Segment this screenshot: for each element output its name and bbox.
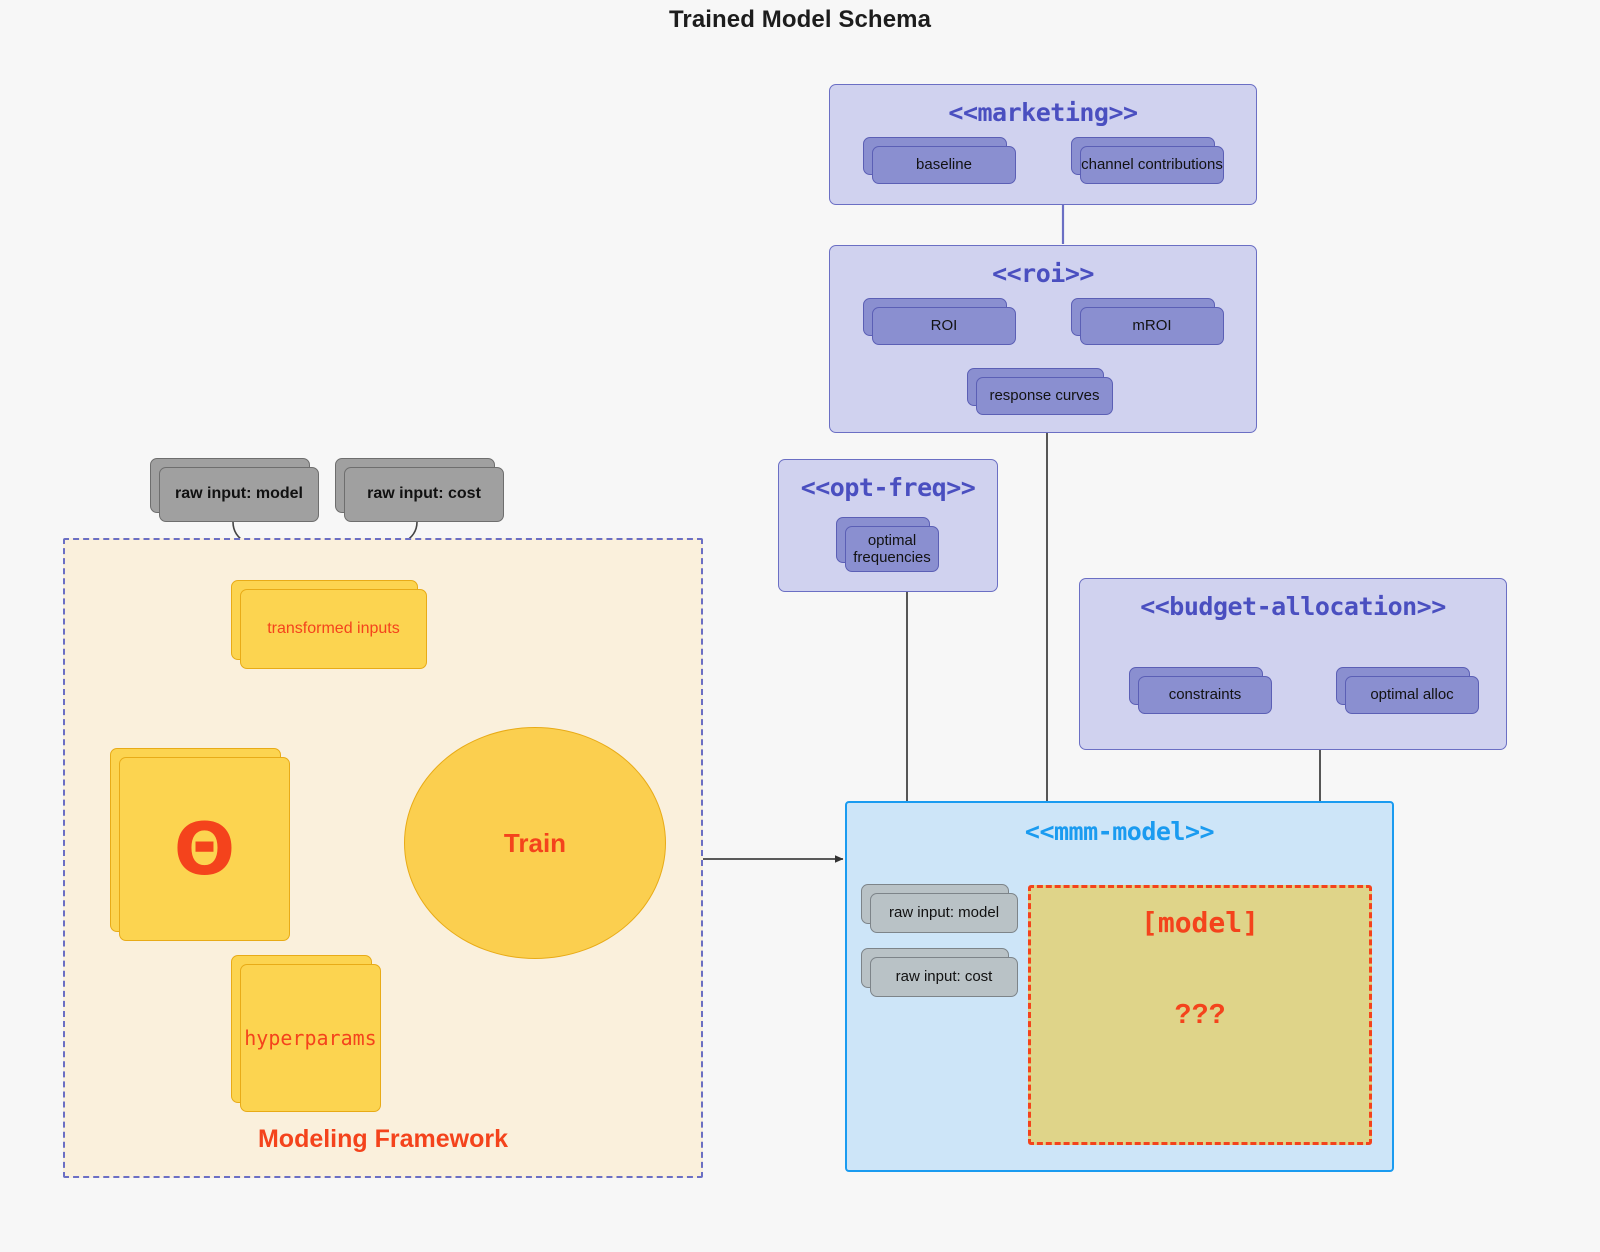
node-optimal-frequencies[interactable]: optimal frequencies (836, 517, 939, 572)
node-raw-input-model[interactable]: raw input: model (150, 458, 319, 522)
package-mmm-model[interactable]: <<mmm-model>> raw input: model raw input… (845, 801, 1394, 1172)
package-roi[interactable]: <<roi>> ROI mROI response curves (829, 245, 1257, 433)
node-optimal-alloc-label: optimal alloc (1345, 676, 1479, 714)
node-transformed-inputs[interactable]: transformed inputs (231, 580, 427, 669)
node-response-curves-label: response curves (976, 377, 1113, 415)
node-transformed-inputs-label: transformed inputs (240, 589, 427, 669)
node-baseline[interactable]: baseline (863, 137, 1016, 184)
node-mmm-raw-input-cost[interactable]: raw input: cost (861, 948, 1018, 997)
package-budget-allocation-title: <<budget-allocation>> (1140, 592, 1446, 621)
node-baseline-label: baseline (872, 146, 1016, 184)
node-theta-symbol: Θ (119, 757, 290, 941)
node-roi[interactable]: ROI (863, 298, 1016, 345)
node-channel-contributions-label: channel contributions (1080, 146, 1224, 184)
package-mmm-model-title: <<mmm-model>> (1024, 817, 1215, 846)
model-placeholder-box[interactable]: [model] ??? (1028, 885, 1372, 1145)
node-mroi-label: mROI (1080, 307, 1224, 345)
node-hyperparams-label: hyperparams (240, 964, 381, 1112)
node-raw-input-cost-label: raw input: cost (344, 467, 504, 522)
package-opt-freq[interactable]: <<opt-freq>> optimal frequencies (778, 459, 998, 592)
node-raw-input-model-label: raw input: model (159, 467, 319, 522)
package-roi-title: <<roi>> (992, 259, 1094, 288)
node-optimal-alloc[interactable]: optimal alloc (1336, 667, 1479, 714)
node-constraints-label: constraints (1138, 676, 1272, 714)
node-constraints[interactable]: constraints (1129, 667, 1272, 714)
node-mmm-raw-input-model[interactable]: raw input: model (861, 884, 1018, 933)
node-mmm-raw-input-model-label: raw input: model (870, 893, 1018, 933)
node-train-label: Train (503, 827, 567, 858)
node-roi-label: ROI (872, 307, 1016, 345)
package-budget-allocation[interactable]: <<budget-allocation>> constraints optima… (1079, 578, 1507, 750)
package-marketing-title: <<marketing>> (948, 98, 1138, 127)
package-opt-freq-title: <<opt-freq>> (800, 473, 976, 502)
node-optimal-frequencies-label: optimal frequencies (845, 526, 939, 572)
node-channel-contributions[interactable]: channel contributions (1071, 137, 1224, 184)
node-mmm-raw-input-cost-label: raw input: cost (870, 957, 1018, 997)
modeling-framework-label: Modeling Framework (257, 1125, 509, 1153)
node-raw-input-cost[interactable]: raw input: cost (335, 458, 504, 522)
node-response-curves[interactable]: response curves (967, 368, 1113, 415)
node-hyperparams[interactable]: hyperparams (231, 955, 381, 1112)
model-unknown-label: ??? (1174, 998, 1226, 1029)
node-train[interactable]: Train (404, 727, 666, 959)
page-title: Trained Model Schema (668, 6, 932, 33)
node-mroi[interactable]: mROI (1071, 298, 1224, 345)
package-marketing[interactable]: <<marketing>> baseline channel contribut… (829, 84, 1257, 205)
model-placeholder-label: [model] (1140, 906, 1259, 939)
node-theta[interactable]: Θ (110, 748, 290, 941)
